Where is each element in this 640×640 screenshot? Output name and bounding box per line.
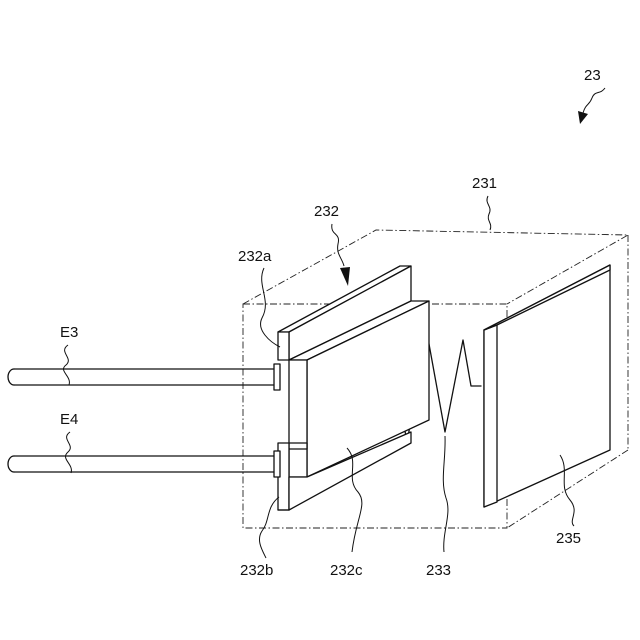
label-terminal-upper: E3 — [60, 324, 78, 341]
label-upper-tab: 232a — [238, 248, 272, 265]
label-spring: 233 — [426, 562, 451, 579]
label-lower-tab: 232b — [240, 562, 273, 579]
movable-contact-arrow — [332, 224, 350, 286]
terminal-rod-lower — [8, 456, 278, 472]
label-terminal-lower: E4 — [60, 411, 78, 428]
movable-contact — [274, 266, 429, 510]
label-fixed-plate: 235 — [556, 530, 581, 547]
fixed-plate — [484, 265, 610, 507]
terminal-rod-upper — [8, 369, 278, 385]
label-housing: 231 — [472, 175, 497, 192]
label-assembly: 23 — [584, 67, 601, 84]
label-movable-contact: 232 — [314, 203, 339, 220]
assembly-arrow — [578, 88, 605, 124]
label-contact-plate: 232c — [330, 562, 363, 579]
